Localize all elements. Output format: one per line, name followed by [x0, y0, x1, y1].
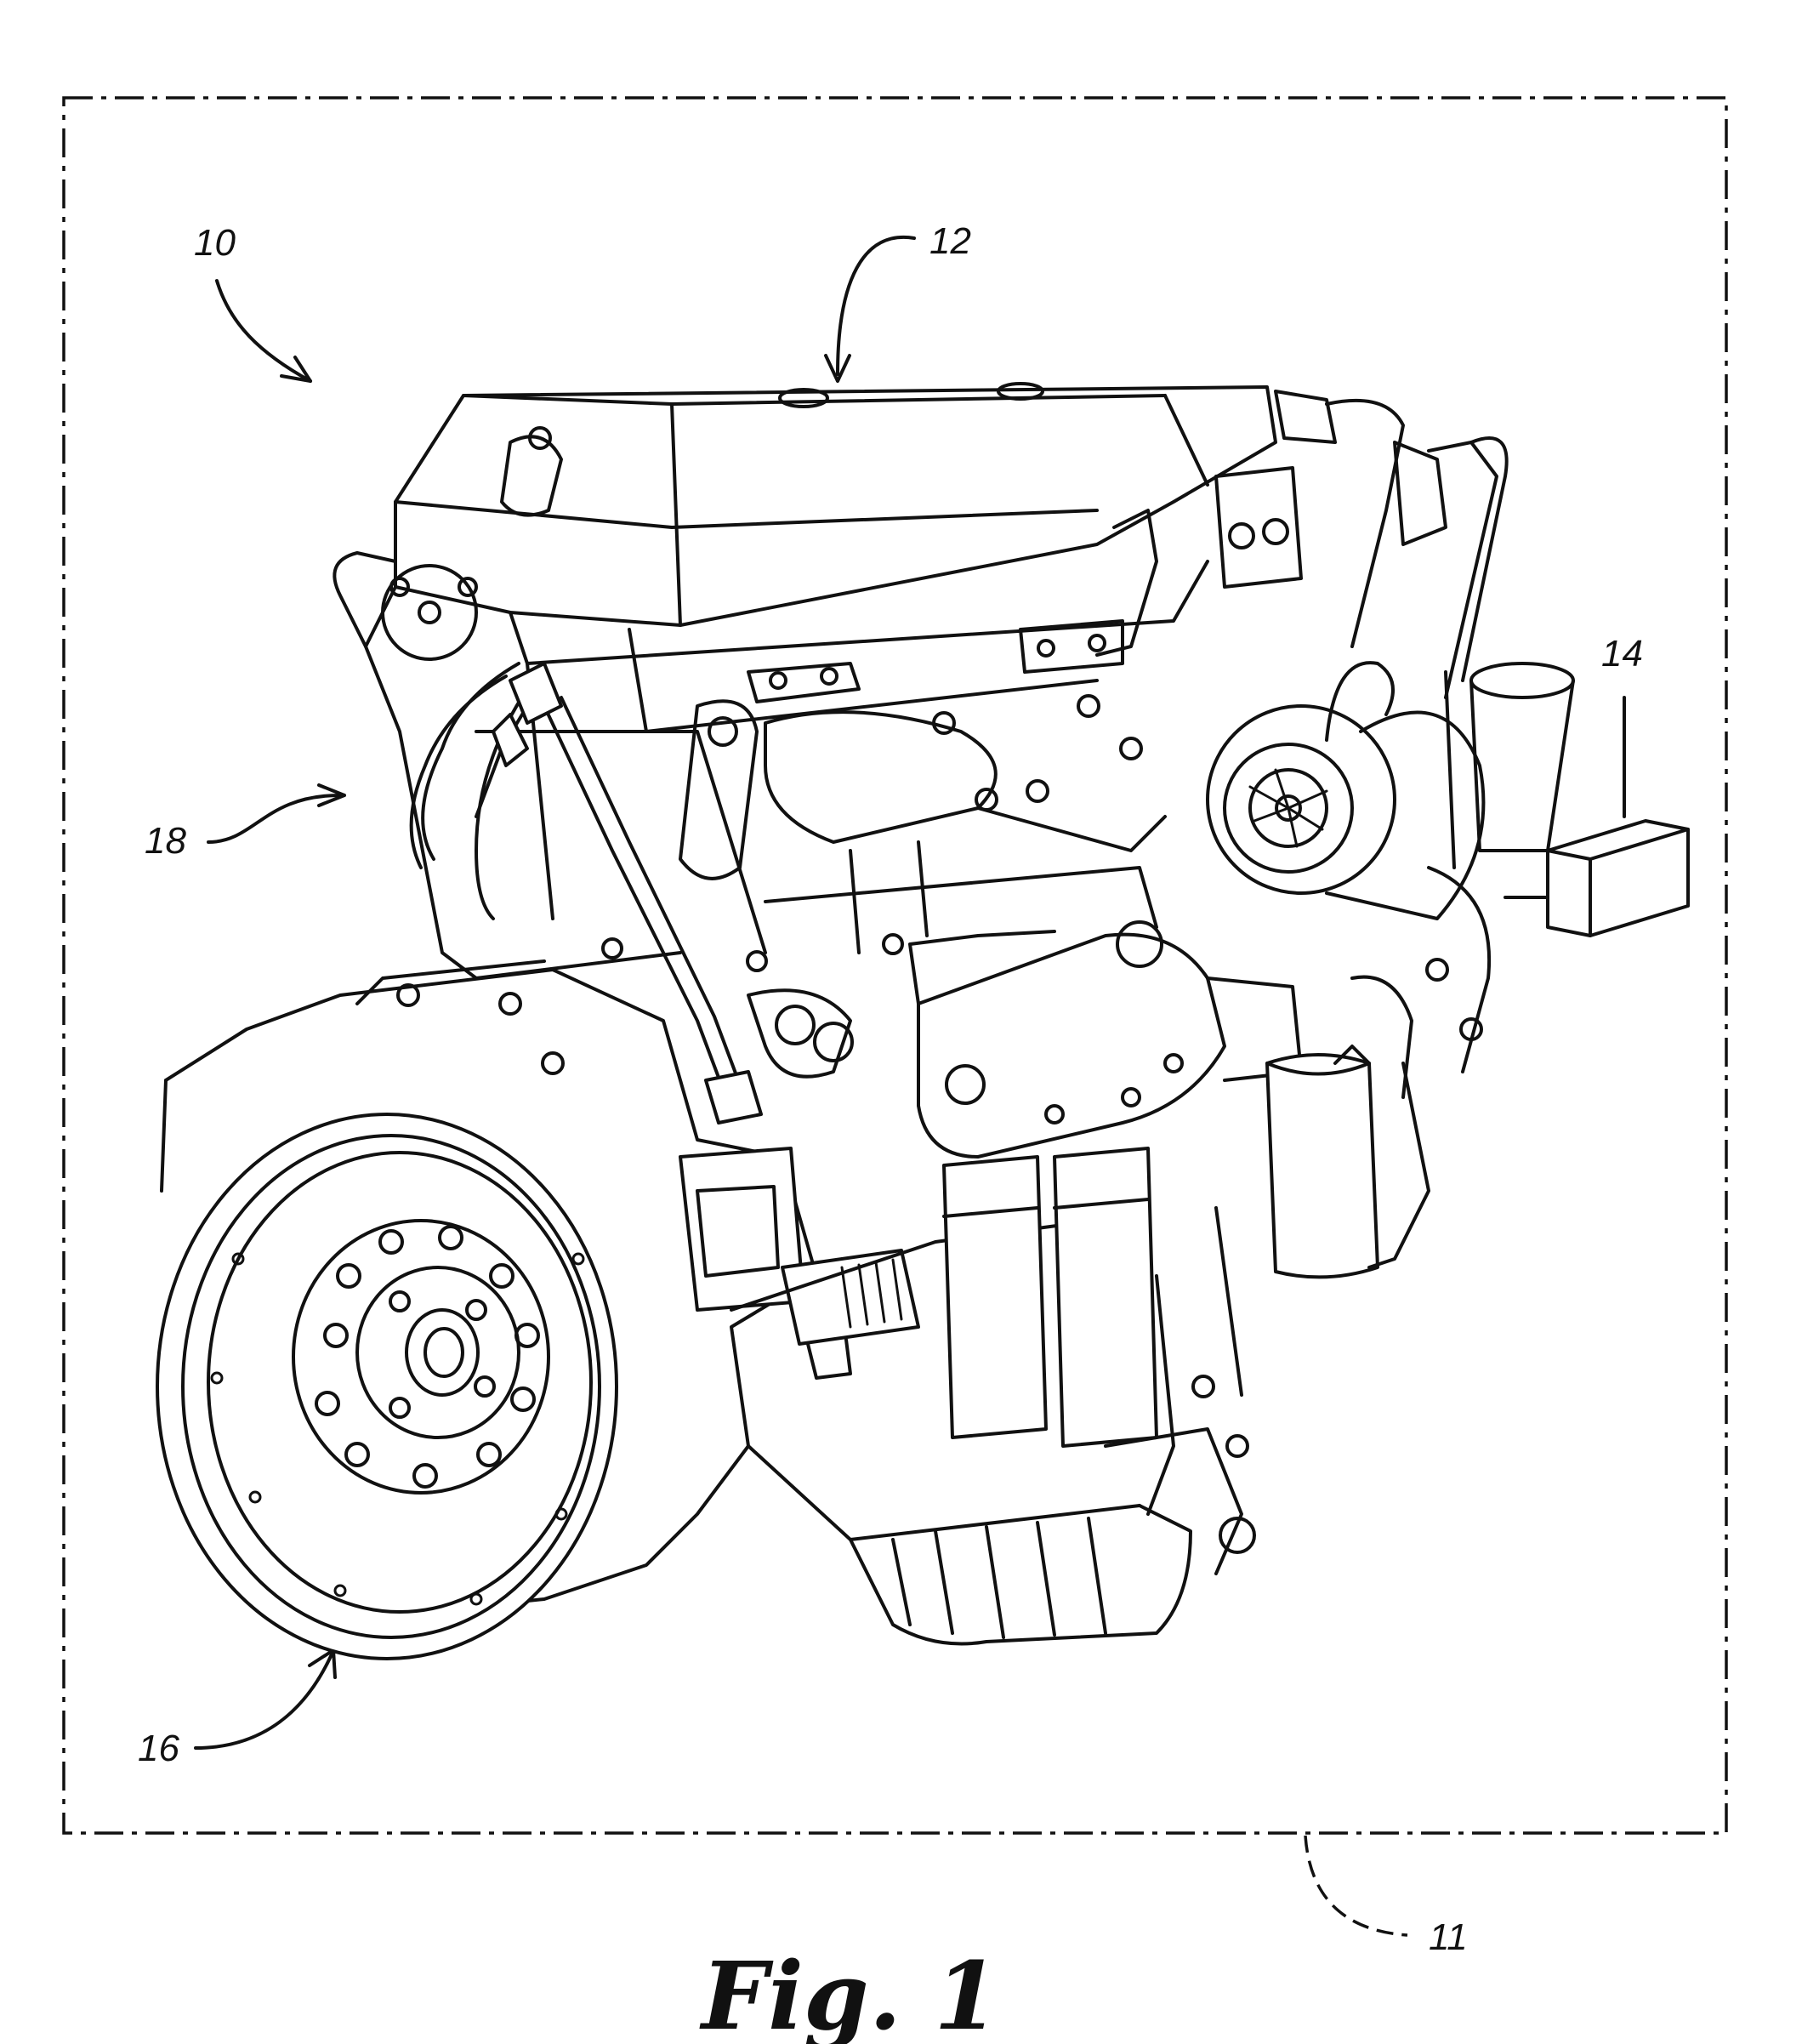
label-14: 14: [1601, 633, 1643, 675]
engine-drawing: [157, 384, 1688, 1659]
leader-16: [196, 1650, 335, 1748]
label-11: 11: [1429, 1916, 1468, 1958]
label-18: 18: [145, 820, 186, 862]
leader-12: [826, 237, 914, 381]
leader-11: [1305, 1836, 1407, 1935]
label-12: 12: [929, 220, 971, 262]
controller-box: [1505, 821, 1688, 936]
valve-cover: [395, 384, 1276, 625]
leader-10: [217, 281, 310, 381]
figure-caption: Fig. 1: [699, 1941, 999, 2044]
label-10: 10: [194, 222, 236, 264]
fuel-filter-assembly: [910, 922, 1378, 1574]
flywheel: [157, 1114, 617, 1659]
label-16: 16: [138, 1728, 179, 1769]
leader-18: [208, 785, 344, 842]
